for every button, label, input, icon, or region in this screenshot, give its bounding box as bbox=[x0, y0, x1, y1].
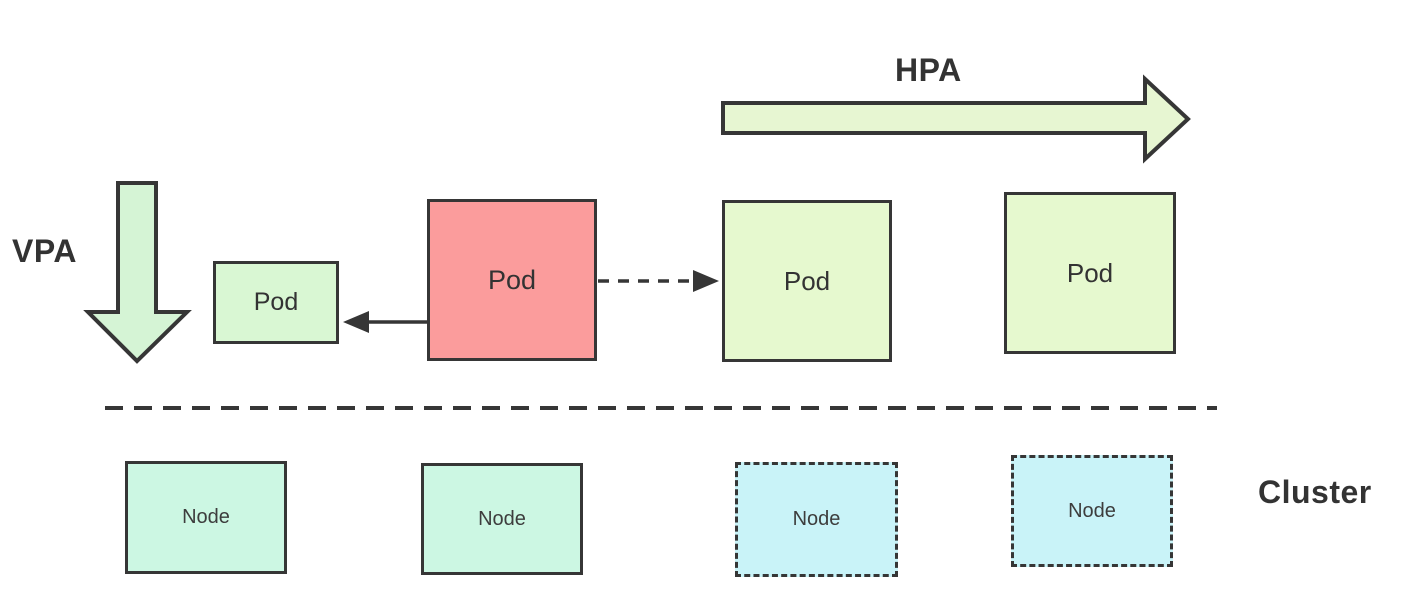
node-3-label: Node bbox=[792, 508, 841, 530]
vpa-label: VPA bbox=[12, 233, 77, 269]
node-1-label: Node bbox=[182, 506, 230, 528]
node-box-3: Node bbox=[735, 462, 898, 577]
right-arrow-head bbox=[693, 270, 719, 292]
left-arrow-head bbox=[343, 311, 369, 333]
hpa-scale-arrow-icon bbox=[598, 270, 719, 292]
node-box-4: Node bbox=[1011, 455, 1173, 567]
pod-4-label: Pod bbox=[1066, 257, 1114, 288]
vpa-arrow-icon bbox=[83, 181, 192, 364]
node-4-label: Node bbox=[1068, 499, 1116, 522]
hpa-label: HPA bbox=[895, 52, 962, 88]
node-2-label: Node bbox=[478, 507, 526, 530]
hpa-arrow-shape bbox=[721, 74, 1191, 164]
pod-3-label: Pod bbox=[783, 265, 831, 296]
cluster-label: Cluster bbox=[1258, 474, 1372, 510]
vpa-arrow-shape bbox=[83, 181, 192, 364]
pod-2-label: Pod bbox=[487, 264, 537, 295]
pod-box-2: Pod bbox=[427, 199, 597, 361]
pod-1-label: Pod bbox=[253, 288, 299, 316]
cluster-divider-line bbox=[105, 406, 1217, 410]
hpa-arrow-icon bbox=[721, 74, 1191, 164]
pod-box-1: Pod bbox=[213, 261, 339, 344]
node-box-2: Node bbox=[421, 463, 583, 575]
vpa-scale-arrow-icon bbox=[343, 311, 427, 333]
pod-box-4: Pod bbox=[1004, 192, 1176, 354]
pod-box-3: Pod bbox=[722, 200, 892, 362]
node-box-1: Node bbox=[125, 461, 287, 574]
